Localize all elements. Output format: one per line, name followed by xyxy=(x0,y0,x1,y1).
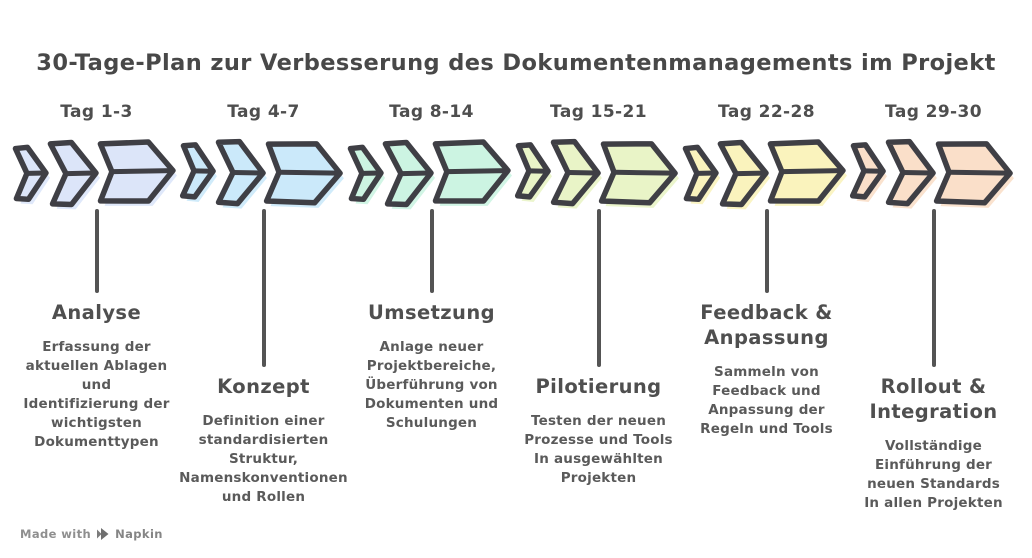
stage-title: Konzept xyxy=(217,375,310,398)
connector-line xyxy=(932,209,936,367)
watermark-brand: Napkin xyxy=(115,527,163,541)
day-range-label: Tag 22-28 xyxy=(718,102,815,122)
connector-line xyxy=(262,209,266,367)
stage-description: Anlage neuer Projektbereiche, Überführun… xyxy=(364,339,499,431)
stage-text-block: Feedback & Anpassung Sammeln von Feedbac… xyxy=(679,300,854,439)
stage-text-block: Analyse Erfassung der aktuellen Ablagen … xyxy=(9,300,184,452)
connector-line xyxy=(430,209,434,293)
day-range-label: Tag 1-3 xyxy=(60,102,133,122)
stage-text-block: Rollout & Integration Vollständige Einfü… xyxy=(846,374,1021,513)
stage-title: Rollout & Integration xyxy=(869,375,998,423)
stage-description: Vollständige Einführung der neuen Standa… xyxy=(864,438,1003,511)
stage-description: Testen der neuen Prozesse und Tools In a… xyxy=(524,413,673,486)
day-range-label: Tag 15-21 xyxy=(550,102,647,122)
stage-title: Umsetzung xyxy=(368,301,495,324)
stage-description: Erfassung der aktuellen Ablagen und Iden… xyxy=(23,339,170,450)
stage-text-block: Umsetzung Anlage neuer Projektbereiche, … xyxy=(344,300,519,433)
chevron-arrows-icon xyxy=(849,137,1017,213)
timeline-stage-column: Tag 1-3 Analyse Erfassung der aktuellen … xyxy=(12,0,180,558)
connector-line xyxy=(765,209,769,293)
chevron-arrows-icon xyxy=(347,137,515,213)
timeline-stage-column: Tag 8-14 Umsetzung Anlage neuer Projektb… xyxy=(347,0,515,558)
timeline-stage-column: Tag 29-30 Rollout & Integration Vollstän… xyxy=(849,0,1017,558)
day-range-label: Tag 8-14 xyxy=(389,102,474,122)
chevron-arrows-icon xyxy=(179,137,347,213)
stage-description: Sammeln von Feedback und Anpassung der R… xyxy=(700,364,833,437)
chevron-arrows-icon xyxy=(682,137,850,213)
timeline-stage-column: Tag 22-28 Feedback & Anpassung Sammeln v… xyxy=(682,0,850,558)
connector-line xyxy=(597,209,601,367)
stage-title: Analyse xyxy=(51,301,142,324)
connector-line xyxy=(95,209,99,293)
page-title: 30-Tage-Plan zur Verbesserung des Dokume… xyxy=(36,50,996,76)
day-range-label: Tag 29-30 xyxy=(885,102,982,122)
timeline-stage-column: Tag 15-21 Pilotierung Testen der neuen P… xyxy=(514,0,682,558)
chevron-arrows-icon xyxy=(514,137,682,213)
timeline-stage-column: Tag 4-7 Konzept Definition einer standar… xyxy=(179,0,347,558)
stage-title: Pilotierung xyxy=(535,375,662,398)
watermark-text: Made with xyxy=(20,527,92,541)
chevron-arrows-icon xyxy=(12,137,180,213)
stage-text-block: Konzept Definition einer standardisierte… xyxy=(176,374,351,507)
day-range-label: Tag 4-7 xyxy=(227,102,300,122)
stage-description: Definition einer standardisierten Strukt… xyxy=(179,413,348,505)
napkin-logo-icon xyxy=(96,527,110,541)
stage-text-block: Pilotierung Testen der neuen Prozesse un… xyxy=(511,374,686,488)
stage-title: Feedback & Anpassung xyxy=(700,301,833,349)
watermark: Made with Napkin xyxy=(20,527,163,541)
